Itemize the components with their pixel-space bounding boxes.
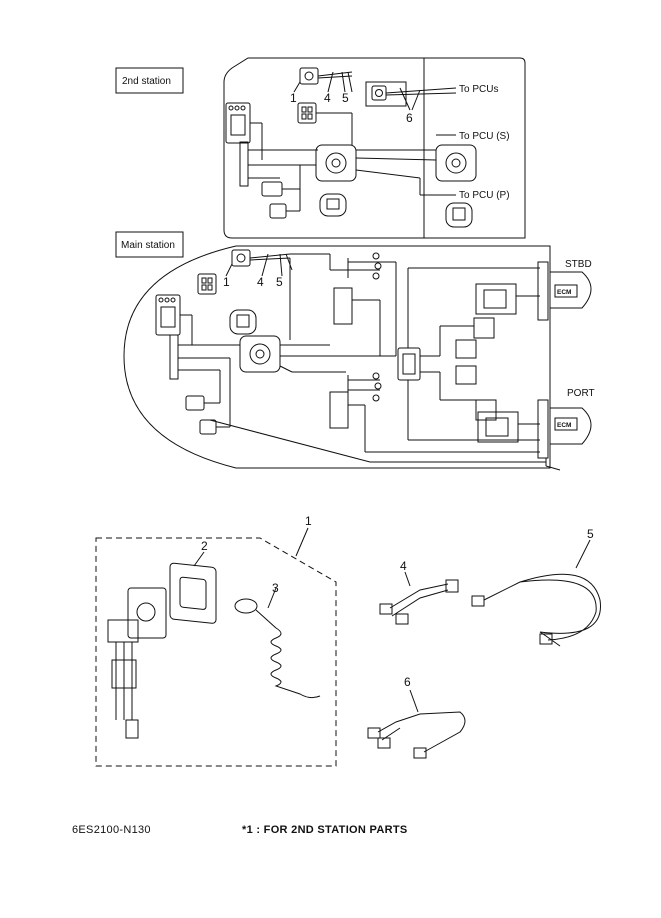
port-ecm-label: ECM	[557, 422, 571, 429]
callout-2-part: 2	[201, 539, 208, 553]
to-pcus-label: To PCUs	[459, 84, 498, 95]
callout-3-part: 3	[272, 581, 279, 595]
part-3-lanyard-clip	[234, 598, 258, 614]
to-pcu-s-label: To PCU (S)	[459, 131, 510, 142]
second-station-label: 2nd station	[122, 76, 171, 87]
part-5-connector-a	[471, 595, 485, 607]
port-label: PORT	[567, 388, 595, 399]
callout-6-part: 6	[404, 675, 411, 689]
main-station-label-box	[115, 231, 184, 258]
callout-1-part: 1	[305, 514, 312, 528]
second-station-outline	[223, 57, 526, 239]
callout-4-main: 4	[257, 275, 264, 289]
port-engine-shape	[549, 407, 592, 445]
callout-5-main: 5	[276, 275, 283, 289]
part-5-cable	[483, 573, 601, 647]
callout-4-part: 4	[400, 559, 407, 573]
to-pcu-p-label: To PCU (P)	[459, 190, 510, 201]
callout-1-main: 1	[223, 275, 230, 289]
callout-6-second: 6	[406, 111, 413, 125]
stbd-ecm-label: ECM	[557, 289, 571, 296]
part-3-lanyard-coil	[270, 627, 321, 699]
main-station-label: Main station	[121, 240, 175, 251]
part-4-harness	[389, 583, 449, 617]
callout-5-second: 5	[342, 91, 349, 105]
part-1-kit-outline	[95, 537, 337, 767]
footnote: *1 : FOR 2ND STATION PARTS	[242, 824, 408, 836]
stbd-label: STBD	[565, 259, 592, 270]
part-2-cover	[169, 562, 217, 624]
callout-5-part: 5	[587, 527, 594, 541]
main-station-hull-outline	[123, 245, 551, 469]
stbd-engine-shape	[549, 271, 592, 309]
callout-1-second: 1	[290, 91, 297, 105]
diagram-code: 6ES2100-N130	[72, 824, 151, 836]
part-6-harness	[377, 711, 466, 753]
callout-4-second: 4	[324, 91, 331, 105]
part-1-switch-assembly	[127, 587, 167, 639]
second-station-label-box	[115, 67, 184, 94]
